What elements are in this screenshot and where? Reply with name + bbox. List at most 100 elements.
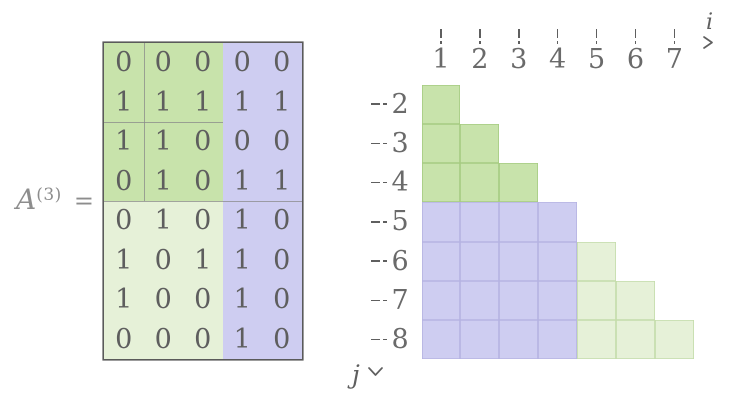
- matrix-entry-r3c5: 0: [273, 126, 291, 157]
- grid-cell-i7-j8: [654, 320, 694, 360]
- i-axis-tick-5: 5: [577, 29, 616, 75]
- grid-cell-i3-j6: [499, 241, 539, 281]
- matrix-entry-r5c5: 0: [273, 205, 291, 236]
- tick-dash: [556, 29, 559, 38]
- j-axis-tick-7: 7: [371, 281, 413, 320]
- matrix-entry-r8c2: 0: [154, 323, 172, 355]
- matrix-entry-r7c5: 0: [273, 284, 291, 315]
- i-axis-tick-6: 6: [616, 29, 655, 75]
- tick-dash: [479, 40, 481, 44]
- matrix-entry-r8c1: 0: [115, 323, 133, 355]
- tick-dash: [634, 29, 637, 38]
- j-axis-tick-label: 7: [391, 284, 409, 316]
- matrix-entry-r4c2: 1: [154, 165, 172, 197]
- j-axis-tick-label: 2: [391, 88, 409, 120]
- matrix-entry-r3c1: 1: [115, 126, 133, 157]
- tick-dash: [440, 40, 442, 44]
- matrix-entry-r1c2: 0: [154, 47, 172, 78]
- tick-dash: [440, 29, 442, 38]
- grid-cell-i4-j8: [538, 320, 578, 360]
- i-axis-label: i: [706, 10, 714, 35]
- grid-cell-i1-j6: [421, 241, 461, 281]
- matrix-entry-r2c2: 1: [154, 86, 172, 118]
- grid-cell-i4-j6: [538, 241, 578, 281]
- j-axis-tick-label: 6: [391, 245, 409, 277]
- matrix-entry-r4c4: 1: [233, 165, 251, 197]
- tick-dash: [383, 299, 387, 302]
- j-axis-tick-label: 5: [391, 206, 409, 238]
- matrix-entry-r5c1: 0: [115, 205, 133, 236]
- matrix-entry-r2c3: 1: [194, 86, 212, 118]
- j-axis-tick-label: 8: [391, 324, 409, 356]
- matrix-entry-r1c5: 0: [273, 47, 291, 78]
- matrix-entry-r7c1: 1: [115, 284, 133, 315]
- grid-cell-i2-j6: [460, 241, 500, 281]
- i-axis-tick-3: 3: [499, 29, 538, 75]
- i-axis-tick-label: 1: [432, 44, 450, 75]
- i-axis-tick-2: 2: [460, 29, 499, 75]
- matrix-entry-r8c5: 0: [273, 323, 291, 355]
- matrix-inner-horizontal-line: [104, 122, 223, 123]
- matrix-entry-r7c3: 0: [194, 284, 212, 315]
- grid-cell-i3-j4: [499, 163, 539, 203]
- grid-cell-i5-j6: [577, 241, 616, 281]
- grid-cell-i3-j5: [499, 202, 539, 242]
- tick-dash: [371, 142, 380, 145]
- grid-cell-i6-j7: [616, 280, 655, 320]
- matrix-entry-r8c4: 1: [233, 323, 251, 355]
- tick-dash: [383, 260, 387, 262]
- equals-sign: =: [73, 187, 95, 215]
- matrix-entry-r4c3: 0: [194, 165, 212, 197]
- matrix-region-bottom-left: [104, 201, 223, 359]
- tick-dash: [383, 142, 387, 145]
- grid-cell-i2-j5: [460, 202, 500, 242]
- tick-dash: [383, 338, 387, 341]
- tick-dash: [371, 338, 380, 341]
- i-axis-tick-label: 4: [549, 44, 567, 75]
- tick-dash: [517, 29, 520, 38]
- grid-cell-i2-j8: [460, 320, 500, 360]
- grid-cell-i4-j5: [538, 202, 578, 242]
- grid-cell-i4-j7: [538, 280, 578, 320]
- j-axis-arrow-icon: [368, 367, 383, 376]
- tick-dash: [383, 103, 387, 105]
- tick-dash: [371, 260, 380, 262]
- matrix-entry-r6c3: 1: [194, 244, 212, 276]
- matrix-entry-r1c4: 0: [233, 47, 251, 78]
- grid-cell-i2-j4: [460, 163, 500, 203]
- grid-cell-i5-j7: [577, 280, 616, 320]
- j-axis-tick-label: 3: [391, 127, 409, 159]
- grid-cell-i3-j8: [499, 320, 539, 360]
- j-axis-label: j: [352, 360, 360, 389]
- j-axis-tick-2: 2: [371, 85, 413, 124]
- tick-dash: [595, 29, 598, 38]
- tick-dash: [556, 40, 559, 44]
- matrix-entry-r5c3: 0: [194, 205, 212, 236]
- matrix-entry-r8c3: 0: [194, 323, 212, 355]
- i-axis-tick-1: 1: [422, 29, 461, 75]
- matrix-entry-r5c2: 1: [154, 205, 172, 236]
- tick-dash: [371, 299, 380, 302]
- matrix-entry-r7c2: 0: [154, 284, 172, 315]
- j-axis-tick-5: 5: [371, 202, 413, 241]
- grid-cell-i1-j4: [421, 163, 461, 203]
- matrix-entry-r1c3: 0: [194, 47, 212, 78]
- matrix-entry-r5c4: 1: [233, 205, 251, 236]
- tick-dash: [673, 40, 676, 44]
- i-axis-tick-label: 2: [471, 44, 489, 75]
- matrix-entry-r6c2: 0: [154, 244, 172, 276]
- j-axis-tick-4: 4: [371, 163, 413, 202]
- j-axis-tick-8: 8: [371, 320, 413, 359]
- tick-dash: [479, 29, 481, 38]
- tick-dash: [371, 103, 380, 105]
- grid-cell-i1-j3: [421, 123, 461, 163]
- matrix-region-bottom-right: [222, 201, 302, 359]
- matrix-entry-r1c1: 0: [115, 47, 133, 78]
- matrix-entry-r3c2: 1: [154, 126, 172, 157]
- matrix-region-top-right: [222, 43, 302, 201]
- i-axis-tick-label: 7: [665, 44, 683, 75]
- matrix-entry-r6c4: 1: [233, 244, 251, 276]
- matrix-entry-r2c1: 1: [115, 86, 133, 118]
